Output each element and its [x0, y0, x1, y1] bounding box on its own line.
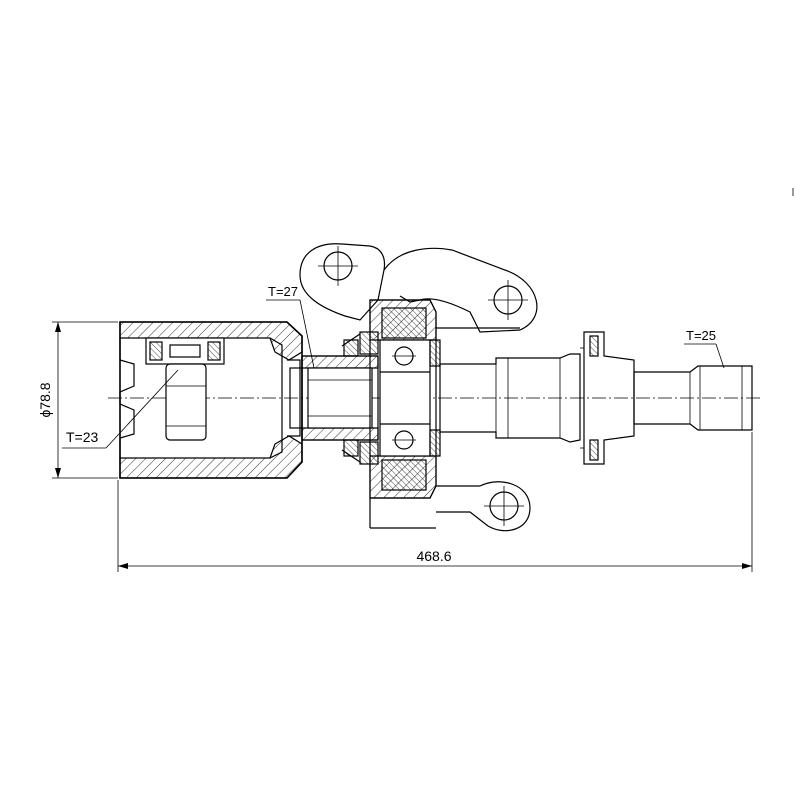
- diameter-label: ϕ78.8: [37, 382, 53, 417]
- spline-outer-label: T=25: [686, 328, 716, 343]
- output-shaft: [439, 331, 753, 465]
- diameter-dimension: ϕ78.8: [37, 321, 118, 479]
- spline-label-outer: T=25: [684, 328, 725, 369]
- spline-mid-label: T=27: [268, 284, 298, 299]
- center-support-bearing: [341, 299, 441, 529]
- spline-label-mid: T=27: [266, 284, 315, 369]
- bearing-bracket-lower-ear: [436, 481, 531, 532]
- length-dimension: 468.6: [117, 432, 753, 572]
- intermediate-shaft-section: [289, 339, 379, 457]
- overall-length-label: 468.6: [416, 548, 451, 564]
- spline-inner-label: T=23: [66, 429, 99, 445]
- spline-label-inner: T=23: [62, 369, 179, 449]
- inner-joint-housing: [119, 321, 303, 479]
